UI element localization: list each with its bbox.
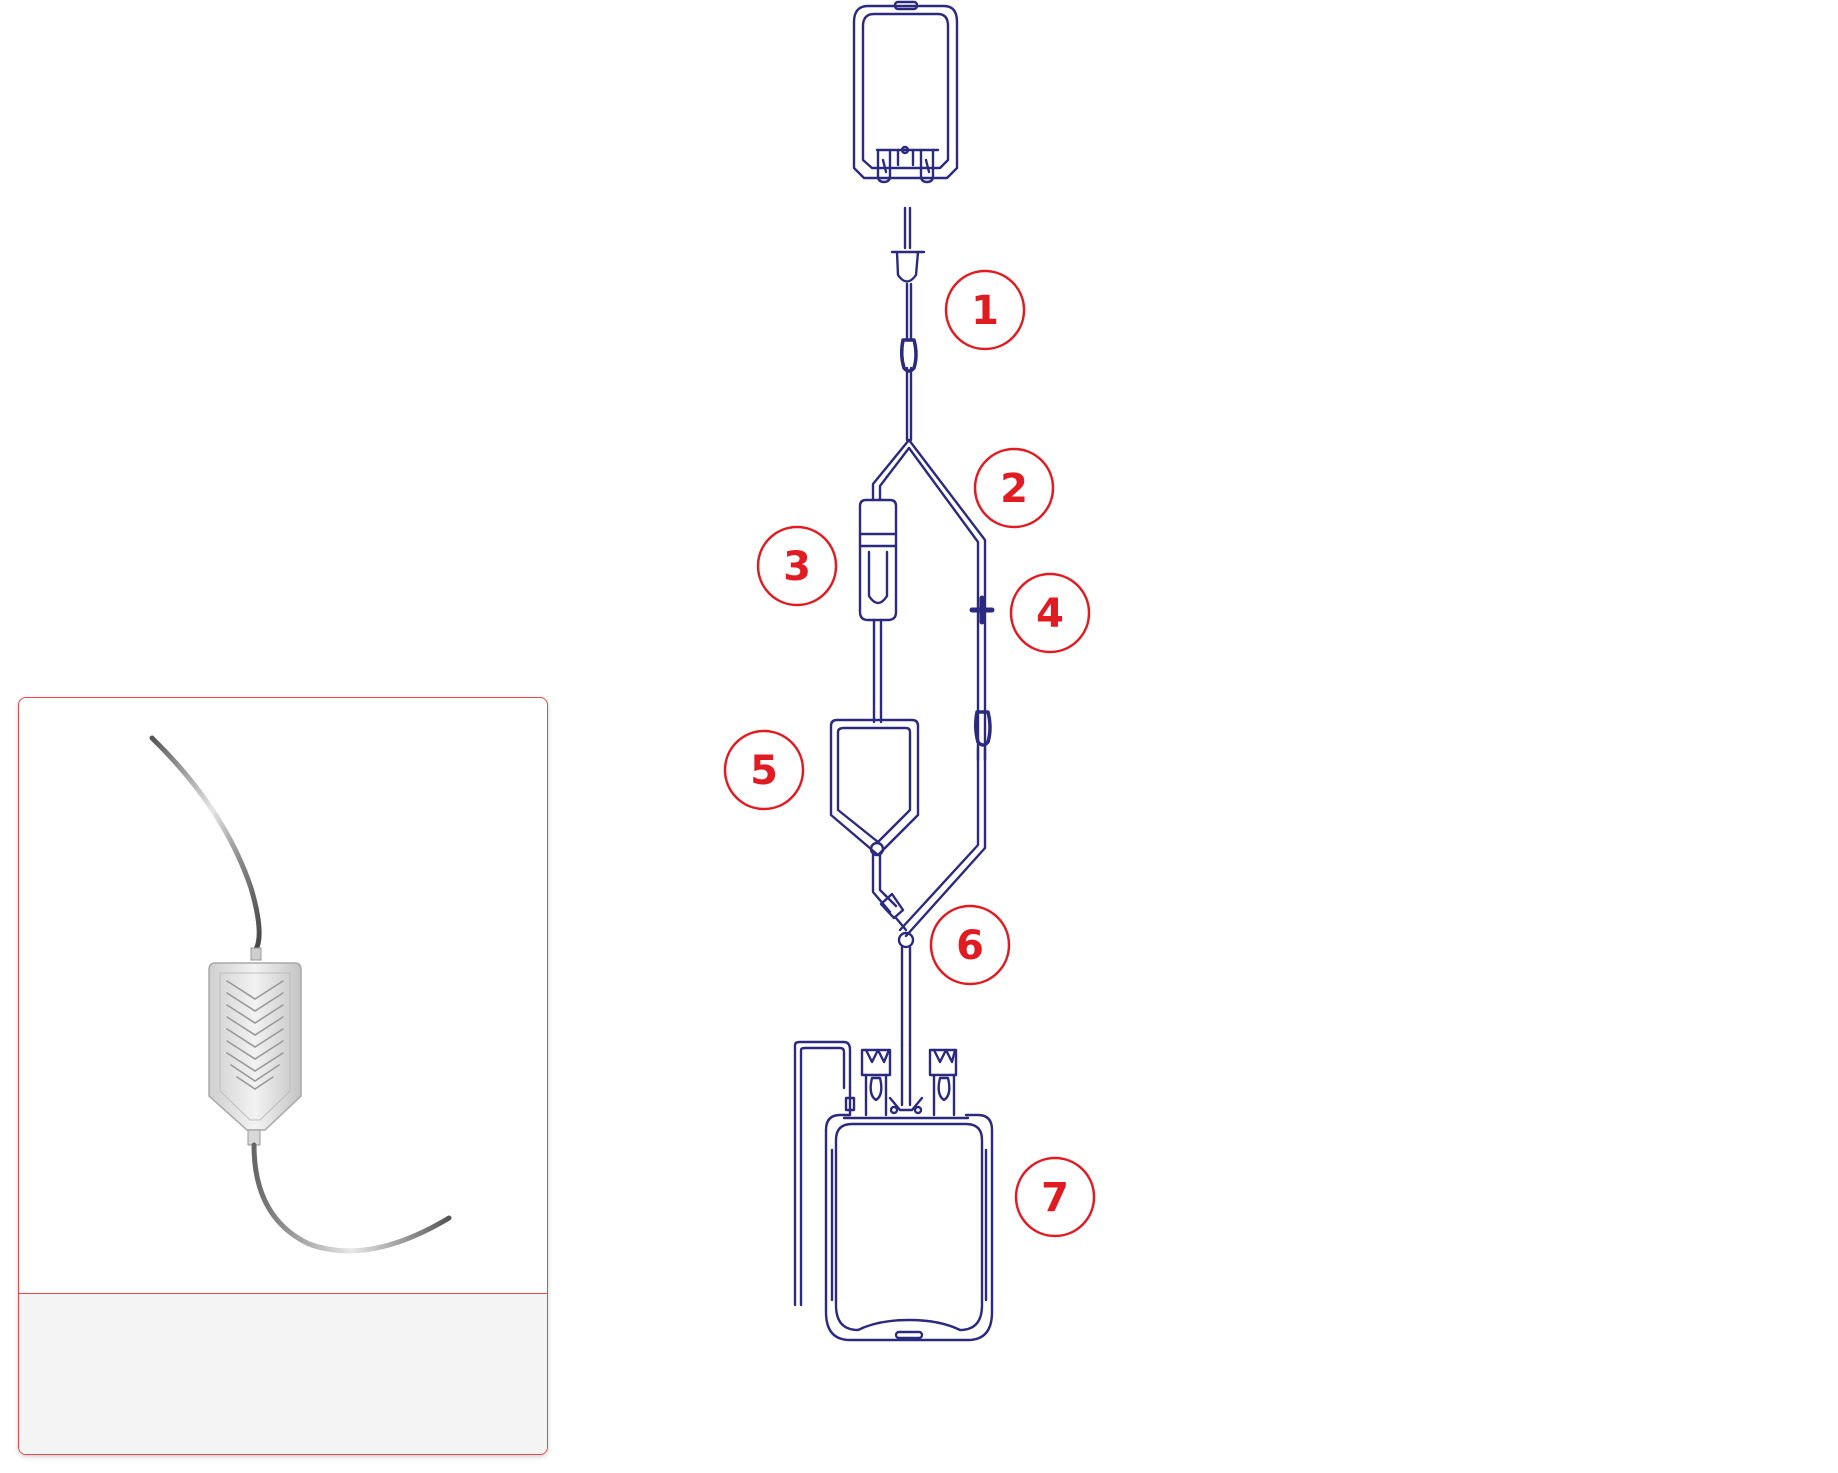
collection-bag-icon: [793, 1040, 994, 1342]
callout-6-number: 6: [956, 923, 984, 969]
callout-6[interactable]: 6: [929, 904, 1011, 986]
callout-5-number: 5: [750, 748, 778, 794]
injection-port-icon: [898, 595, 995, 938]
callout-2-number: 2: [1000, 466, 1028, 512]
junction-icon: [894, 916, 915, 1047]
filter-bag-with-tubing-icon: [149, 735, 452, 1254]
callout-7-number: 7: [1041, 1175, 1069, 1221]
callout-7[interactable]: 7: [1014, 1156, 1096, 1238]
callout-markers: 1 2 3 4 5 6 7: [723, 269, 1096, 1238]
callout-5[interactable]: 5: [723, 729, 805, 811]
callout-1[interactable]: 1: [944, 269, 1026, 351]
callout-3[interactable]: 3: [756, 525, 838, 607]
info-card-caption: [19, 1293, 547, 1454]
drip-chamber-icon: [858, 498, 898, 714]
callout-2[interactable]: 2: [973, 447, 1055, 529]
filter-bag-icon: [829, 710, 920, 920]
spike-icon: [890, 206, 926, 442]
info-card-image: [19, 698, 547, 1293]
callout-4-number: 4: [1036, 591, 1064, 637]
top-bag-icon: [852, 0, 959, 184]
y-connector-icon: [871, 438, 987, 762]
info-card: [18, 697, 548, 1455]
callout-3-number: 3: [783, 544, 811, 590]
callout-4[interactable]: 4: [1009, 572, 1091, 654]
callout-1-number: 1: [971, 288, 999, 334]
